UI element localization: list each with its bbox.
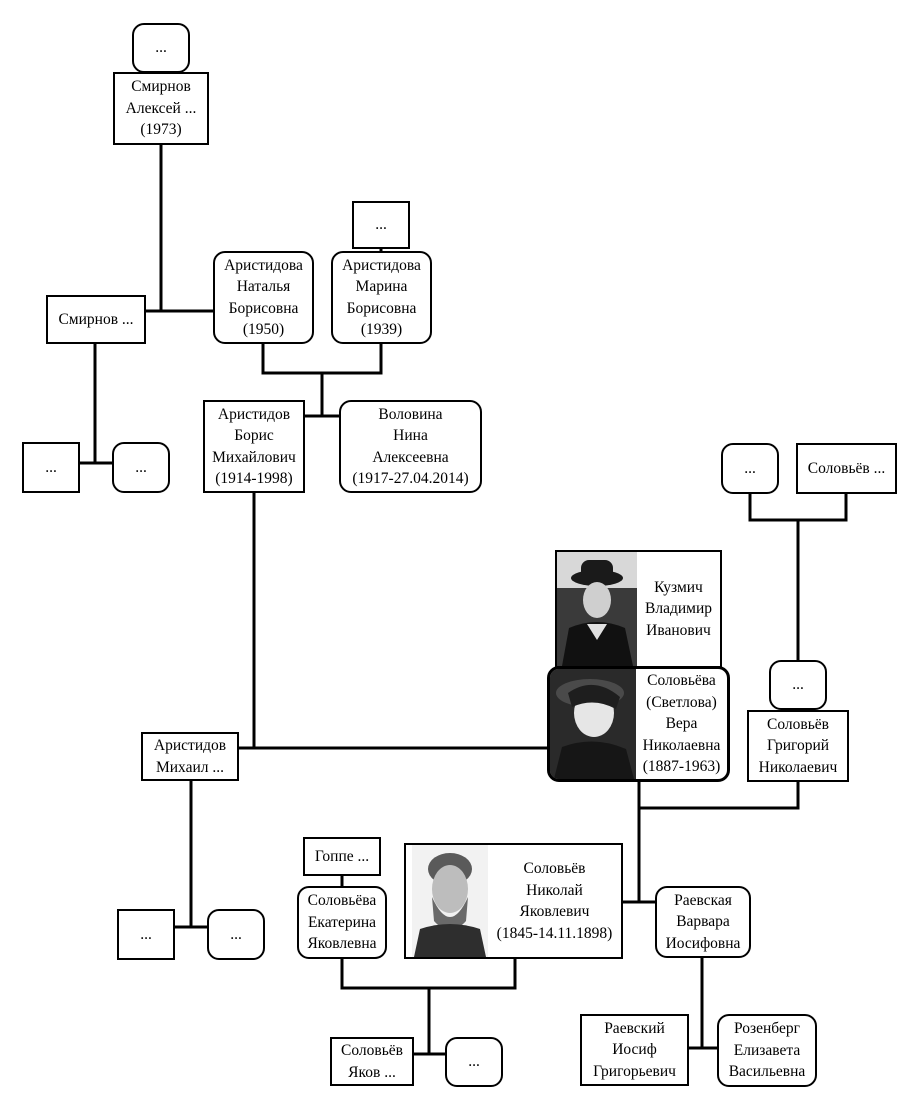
node-text: Соловьёв Николай Яковлевич (1845-14.11.1… bbox=[496, 860, 613, 942]
node-solovyeva-vera[interactable]: Соловьёва (Светлова) Вера Николаевна (18… bbox=[547, 666, 730, 782]
node-aristidov-mikhail[interactable]: Аристидов Михаил ... bbox=[141, 732, 239, 781]
photo-portrait-man-hat bbox=[557, 552, 637, 666]
node-aristidova-marina-parent[interactable]: ... bbox=[352, 201, 410, 249]
node-solovyev-grigoriy-spouse[interactable]: ... bbox=[769, 660, 827, 710]
node-solovyev-grigoriy[interactable]: Соловьёв Григорий Николаевич bbox=[747, 710, 849, 782]
node-smirnov-aleksey[interactable]: Смирнов Алексей ... (1973) bbox=[113, 72, 209, 145]
node-smirnov-father[interactable]: ... bbox=[22, 442, 80, 493]
node-raevskiy-iosif[interactable]: Раевский Иосиф Григорьевич bbox=[580, 1014, 689, 1086]
node-solovyev-nikolay[interactable]: Соловьёв Николай Яковлевич (1845-14.11.1… bbox=[404, 843, 623, 959]
node-smirnov[interactable]: Смирнов ... bbox=[46, 295, 146, 344]
node-aristidova-natalya[interactable]: Аристидова Наталья Борисовна (1950) bbox=[213, 251, 314, 344]
node-goppe[interactable]: Гоппе ... bbox=[303, 837, 381, 876]
node-solovyeva-ekaterina[interactable]: Соловьёва Екатерина Яковлевна bbox=[297, 886, 387, 959]
node-smirnov-mother[interactable]: ... bbox=[112, 442, 170, 493]
node-solovyev-grigoriy-father[interactable]: Соловьёв ... bbox=[796, 443, 897, 494]
node-text: Кузмич Владимир Иванович bbox=[645, 578, 712, 639]
node-smirnov-aleksey-parent[interactable]: ... bbox=[132, 23, 190, 73]
node-rozenberg-elizaveta[interactable]: Розенберг Елизавета Васильевна bbox=[717, 1014, 817, 1087]
node-aristidova-marina[interactable]: Аристидова Марина Борисовна (1939) bbox=[331, 251, 432, 344]
node-aristidov-mikhail-mother[interactable]: ... bbox=[207, 909, 265, 960]
node-volovina-nina[interactable]: Воловина Нина Алексеевна (1917-27.04.201… bbox=[339, 400, 482, 493]
photo-portrait-bearded-man bbox=[412, 845, 488, 957]
node-solovyev-yakov[interactable]: Соловьёв Яков ... bbox=[330, 1037, 414, 1086]
node-raevskaya-varvara[interactable]: Раевская Варвара Иосифовна bbox=[655, 886, 751, 958]
photo-portrait-woman bbox=[550, 669, 636, 779]
node-aristidov-mikhail-father[interactable]: ... bbox=[117, 909, 175, 960]
node-solovyev-grigoriy-mother[interactable]: ... bbox=[721, 443, 779, 494]
node-solovyev-yakov-spouse[interactable]: ... bbox=[445, 1037, 503, 1087]
node-kuzmich-vladimir[interactable]: Кузмич Владимир Иванович bbox=[555, 550, 722, 668]
node-aristidov-boris[interactable]: Аристидов Борис Михайлович (1914-1998) bbox=[203, 400, 305, 493]
node-text: Соловьёва (Светлова) Вера Николаевна (18… bbox=[642, 672, 721, 776]
